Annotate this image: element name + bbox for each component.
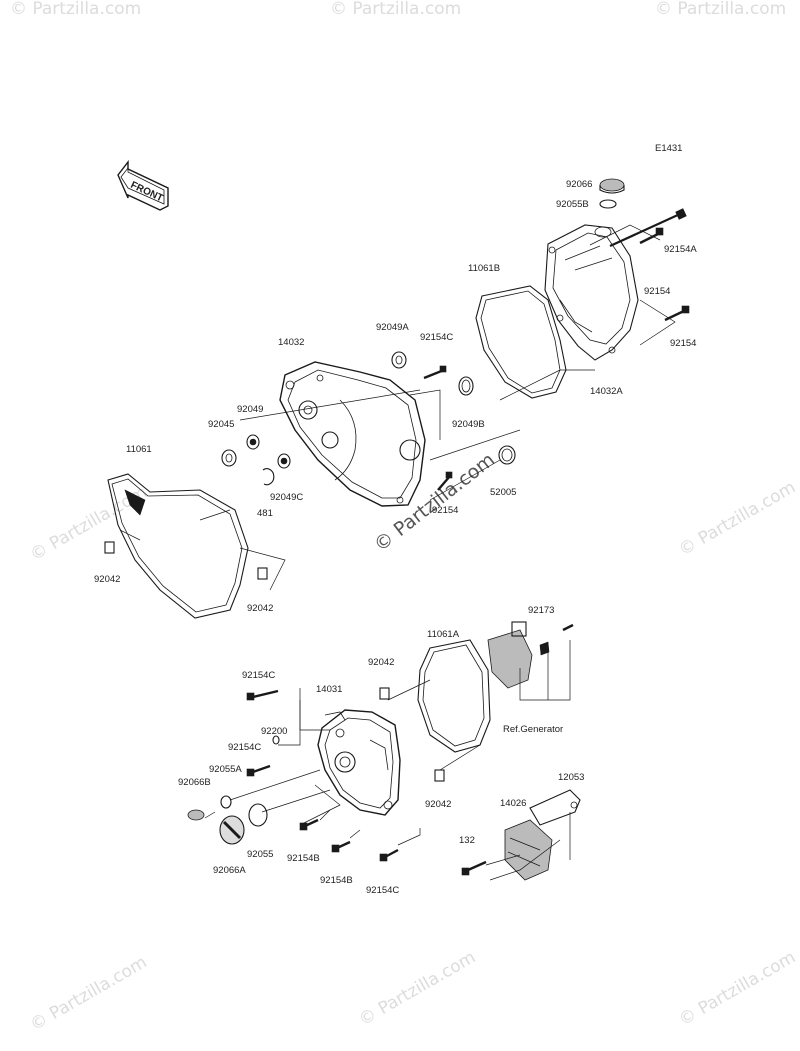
gasket-left-tab (124, 489, 146, 516)
part-label: 92154B (320, 875, 353, 886)
part-label: 12053 (558, 772, 584, 783)
gasket-generator (417, 639, 491, 753)
oring-92200 (272, 735, 280, 745)
part-label: 92042 (247, 603, 273, 614)
bearing-92049 (246, 434, 260, 450)
part-label: 14031 (316, 684, 342, 695)
front-arrow-icon: FRONT (117, 159, 169, 211)
part-label: 92154B (287, 853, 320, 864)
watermark: © Partzilla.com (655, 0, 786, 19)
bolt-92154B-1 (299, 818, 319, 831)
leader-lines-lower (204, 679, 571, 881)
clutch-cover-inner (279, 361, 426, 507)
bolt-92154C-low3 (379, 848, 399, 862)
oring-92055 (248, 803, 268, 827)
part-label: 92042 (368, 657, 394, 668)
clutch-cover-outer (544, 224, 639, 361)
part-label: 92200 (261, 726, 287, 737)
bolt-92154-mid (437, 471, 453, 491)
part-label: 92055B (556, 199, 589, 210)
leader-lines-upper (119, 224, 676, 591)
circlip-481 (262, 468, 275, 486)
part-label: 92154 (432, 505, 458, 516)
oring-92055A (220, 795, 232, 809)
part-label: 92045 (208, 419, 234, 430)
part-label: 92154A (664, 244, 697, 255)
part-label: 92049B (452, 419, 485, 430)
part-label: 92042 (94, 574, 120, 585)
part-label: 92066B (178, 777, 211, 788)
part-label: 92055 (247, 849, 273, 860)
watermark: © Partzilla.com (27, 952, 151, 1035)
part-label: 92066 (566, 179, 592, 190)
part-label: 92055A (209, 764, 242, 775)
part-label: 92154C (366, 885, 399, 896)
dowel-mid (257, 567, 268, 580)
gasket-left (107, 473, 249, 619)
part-label: 11061B (468, 263, 500, 274)
part-label: 92173 (528, 605, 554, 616)
part-label: 52005 (490, 487, 516, 498)
part-label: 11061 (126, 444, 152, 455)
part-label: 481 (257, 508, 273, 519)
part-label: 92049 (237, 404, 263, 415)
watermark: © Partzilla.com (370, 449, 499, 557)
dowel-low2 (434, 769, 445, 782)
gasket-outer (475, 285, 567, 399)
bolt-long (609, 208, 687, 248)
sensor-bracket (487, 621, 574, 701)
bolt-right-2 (664, 305, 690, 322)
bearing-92049C (277, 453, 291, 469)
diagram-code: E1431 (655, 143, 682, 154)
part-label: 14032A (590, 386, 623, 397)
dowel-low1 (379, 687, 390, 700)
dowel-left (104, 541, 115, 554)
bolt-132 (461, 860, 487, 876)
bearing-92045 (221, 449, 237, 467)
gasket-generator-inner (422, 644, 485, 747)
part-label: 92049C (270, 492, 303, 503)
watermark: © Partzilla.com (10, 0, 141, 19)
part-label: 92154C (420, 332, 453, 343)
gasket-left-inner (111, 478, 243, 613)
watermarks: © Partzilla.com © Partzilla.com © Partzi… (10, 0, 799, 1035)
part-label: 11061A (427, 629, 460, 640)
filler-cap-top (599, 178, 625, 209)
ref-generator-label: Ref.Generator (503, 724, 563, 735)
generator-cover (317, 709, 401, 816)
seal-52005 (498, 445, 516, 465)
part-label: 92154 (670, 338, 696, 349)
part-label: 132 (459, 835, 475, 846)
bolt-92154C-low1 (246, 689, 279, 701)
bolt-92154C-low2 (246, 764, 271, 777)
part-label: 92042 (425, 799, 451, 810)
part-label: 92066A (213, 865, 246, 876)
seal-92049B (458, 376, 474, 396)
part-label: 92049A (376, 322, 409, 333)
part-label: 92154 (644, 286, 670, 297)
part-label: 92154C (242, 670, 275, 681)
part-labels: 92066 92055B 92154A 11061B 92154 92154 9… (94, 179, 697, 896)
bolt-92154C-top (423, 365, 447, 380)
bolt-right-1 (639, 227, 664, 245)
seal-92049A (391, 351, 407, 369)
watermark: © Partzilla.com (356, 947, 480, 1030)
part-label: 92154C (228, 742, 261, 753)
gasket-outer-inner (480, 290, 561, 394)
watermark: © Partzilla.com (676, 477, 800, 560)
watermark: © Partzilla.com (676, 947, 800, 1030)
watermark: © Partzilla.com (330, 0, 461, 19)
cap-92066B (187, 809, 205, 821)
chain-guard (504, 789, 581, 881)
part-label: 14032 (278, 337, 304, 348)
bolt-92154B-2 (331, 840, 351, 853)
part-label: 14026 (500, 798, 526, 809)
cap-92066A (219, 815, 245, 845)
